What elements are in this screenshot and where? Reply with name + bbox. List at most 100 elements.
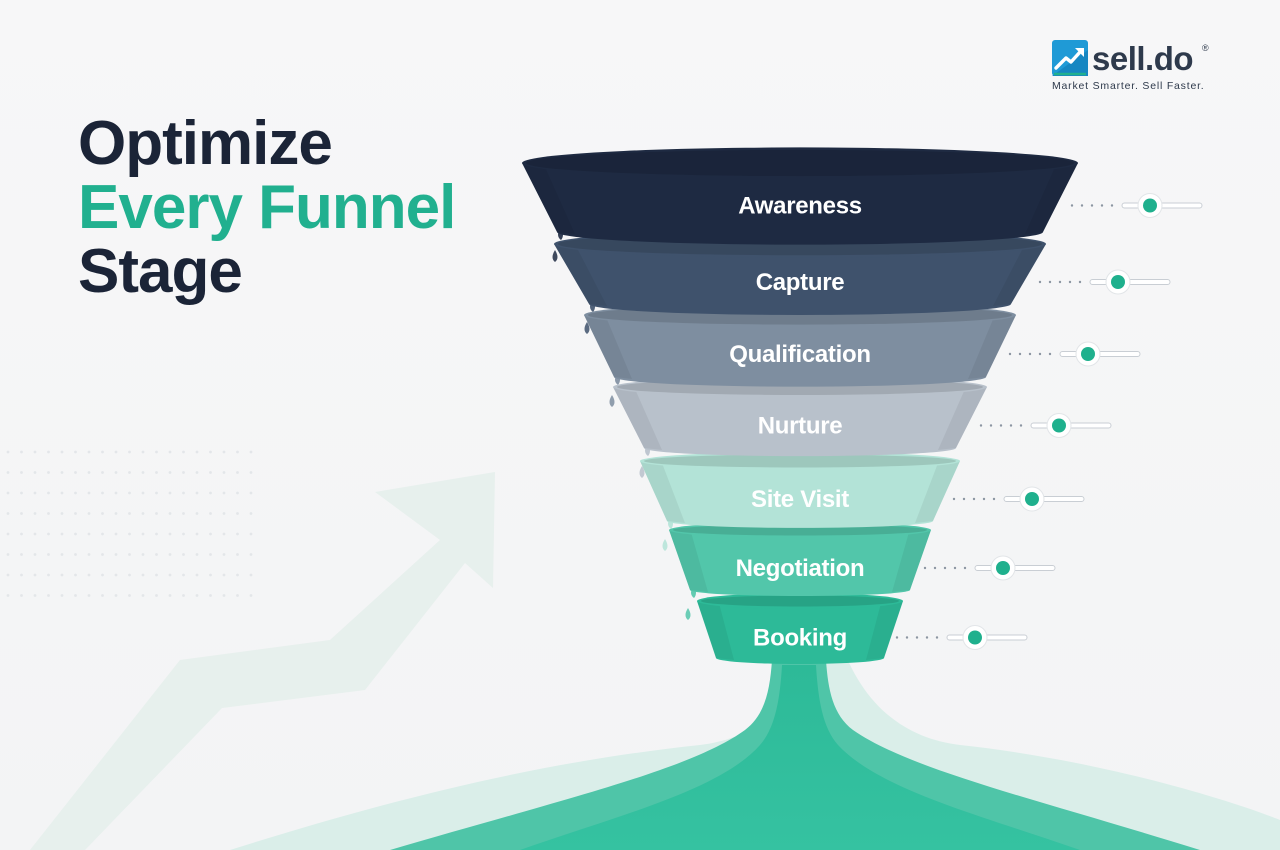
funnel-stage-site-visit[interactable]: Site Visit [640, 452, 960, 528]
slider-knob[interactable] [1081, 347, 1095, 361]
funnel-stage-label: Nurture [758, 413, 843, 440]
slider-leader-dot [952, 497, 956, 501]
slider-leader-dot [963, 566, 967, 570]
brand-name: sell.do [1092, 40, 1194, 77]
slider-leader-dot [933, 566, 937, 570]
brand-logo[interactable]: sell.do ® Market Smarter. Sell Faster. [1052, 40, 1232, 100]
funnel-stage-label: Site Visit [751, 486, 849, 513]
slider-icon[interactable] [1038, 269, 1171, 295]
funnel-stage-label: Awareness [738, 193, 862, 220]
funnel-segment-shade [554, 244, 607, 306]
slider-leader-dot [1038, 280, 1042, 284]
slider-icon[interactable] [923, 555, 1056, 581]
slider-leader-dot [1048, 280, 1052, 284]
rising-arrow-icon [30, 472, 495, 850]
funnel-segment-rim [697, 593, 903, 609]
slider-leader-dot [935, 636, 939, 639]
funnel-segment-body [613, 387, 987, 457]
slider-leader-dot [982, 497, 986, 501]
funnel-stage-nurture[interactable]: Nurture [613, 376, 987, 457]
funnel-segment-body [697, 601, 903, 664]
slider-leader-dot [1068, 280, 1072, 284]
drip [609, 395, 615, 407]
funnel-segment-rim-inner [701, 595, 899, 607]
headline: Optimize Every Funnel Stage [78, 109, 456, 304]
funnel-segment-body [554, 244, 1046, 315]
slider-leader-dot [1038, 352, 1042, 356]
trend-up-arrow-icon [1052, 40, 1088, 76]
funnel-stage-label: Booking [753, 625, 847, 652]
slider-leader-dot [972, 497, 976, 501]
slider-icon[interactable] [979, 413, 1112, 438]
funnel-segment-shade [669, 530, 708, 592]
slider-knob[interactable] [1025, 492, 1039, 506]
funnel-stage-negotiation[interactable]: Negotiation [669, 522, 931, 596]
funnel-segment-body [640, 461, 960, 528]
funnel-segment-shade [640, 461, 685, 523]
slider-leader-dot [1048, 352, 1052, 356]
slider-knob[interactable] [996, 561, 1010, 575]
funnel-segment-rim-inner [673, 524, 927, 536]
funnel-segment-shade [1025, 163, 1078, 234]
funnel-segment-shade [697, 601, 734, 660]
funnel-segment-shade [584, 315, 632, 379]
funnel-stage-label: Capture [756, 269, 845, 296]
brand-tagline: Market Smarter. Sell Faster. [1052, 80, 1205, 92]
drip [662, 539, 668, 551]
funnel-stage-booking[interactable]: Booking [697, 593, 903, 664]
slider-leader-dot [1080, 204, 1084, 207]
funnel-segment-shade [915, 461, 960, 523]
drip [685, 608, 691, 620]
funnel-segment-rim [640, 452, 960, 470]
funnel-segment-rim-inner [526, 149, 1074, 177]
funnel-segment-body [669, 530, 931, 596]
slider-leader-dot [999, 424, 1003, 427]
funnel-stage-qualification[interactable]: Qualification [584, 302, 1016, 387]
slider-leader-dot [1008, 352, 1012, 356]
slider-leader-dot [915, 636, 919, 639]
funnel-segment-body [522, 163, 1078, 245]
slider-icon[interactable] [1008, 341, 1141, 367]
funnel-segment-shade [522, 163, 575, 234]
slider-leader-dot [943, 566, 947, 570]
registered-mark: ® [1202, 43, 1209, 53]
funnel: Booking Negotiation Site Visit Nurture Quali… [522, 147, 1203, 664]
headline-line-1: Optimize [78, 109, 333, 178]
slider-leader-dot [1018, 352, 1022, 356]
slider-leader-dot [1028, 352, 1032, 356]
funnel-segment-shade [613, 387, 662, 450]
slider-knob[interactable] [1111, 275, 1125, 289]
funnel-segment-shade [968, 315, 1016, 379]
funnel-stage-label: Qualification [729, 341, 870, 368]
slider-leader-dot [1009, 424, 1013, 427]
funnel-segment-shade [892, 530, 931, 592]
funnel-segment-rim [522, 147, 1078, 179]
slider-leader-dot [925, 636, 929, 639]
slider-leader-dot [1070, 204, 1074, 207]
drip [639, 466, 645, 478]
headline-line-2: Every Funnel [78, 173, 456, 242]
slider-icon[interactable] [1070, 193, 1203, 218]
funnel-stage-awareness[interactable]: Awareness [522, 147, 1078, 245]
funnel-segment-shade [866, 601, 903, 660]
slider-leader-dot [1090, 204, 1094, 207]
slider-leader-dot [1058, 280, 1062, 284]
slider-knob[interactable] [1052, 418, 1066, 433]
slider-leader-dot [962, 497, 966, 501]
funnel-segment-rim-inner [644, 454, 956, 468]
funnel-segment-shade [938, 387, 987, 450]
funnel-stage-label: Negotiation [736, 555, 865, 582]
slider-knob[interactable] [1143, 198, 1157, 213]
slider-icon[interactable] [952, 486, 1085, 512]
slider-leader-dot [1019, 424, 1023, 427]
slider-icon[interactable] [895, 625, 1028, 650]
slider-knob[interactable] [968, 630, 982, 645]
slider-leader-dot [1078, 280, 1082, 284]
slider-leader-dot [979, 424, 983, 427]
slider-leader-dot [989, 424, 993, 427]
funnel-segment-body [584, 315, 1016, 387]
dot-grid-decoration [6, 450, 253, 597]
drip [584, 322, 590, 334]
